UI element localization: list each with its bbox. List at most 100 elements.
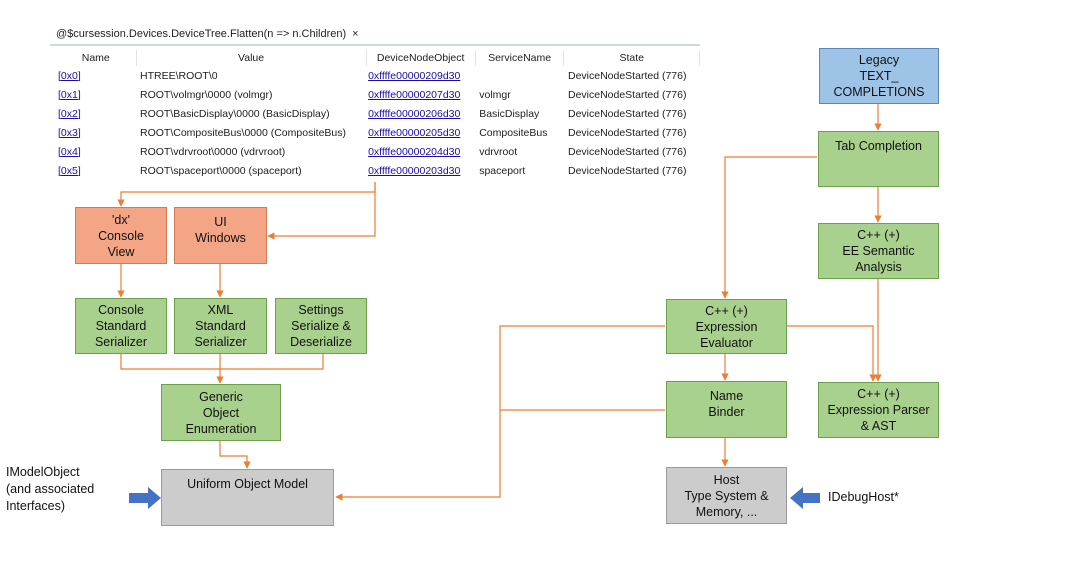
box-line: C++ (+) [857, 387, 900, 401]
console-serializer-box: Console Standard Serializer [75, 298, 167, 354]
box-line: Deserialize [290, 335, 352, 349]
row-state: DeviceNodeStarted (776) [567, 69, 687, 82]
row-name-link[interactable]: [0x0] [58, 69, 81, 82]
box-line: Generic [199, 389, 243, 404]
box-line: Expression Parser [827, 403, 930, 417]
row-value: ROOT\spaceport\0000 (spaceport) [140, 164, 302, 177]
expression-parser-ast-box: C++ (+) Expression Parser & AST [818, 382, 939, 438]
box-line: TEXT_ [859, 69, 899, 83]
row-name-link[interactable]: [0x1] [58, 88, 81, 101]
table-row: [0x3] ROOT\CompositeBus\0000 (CompositeB… [56, 123, 700, 142]
connector-generic-to-model [219, 441, 251, 469]
column-header-service-name[interactable]: ServiceName [475, 50, 565, 66]
box-line: Binder [708, 405, 745, 419]
row-object-link[interactable]: 0xffffe00000203d30 [368, 164, 461, 177]
column-header-name[interactable]: Name [56, 50, 137, 66]
box-line: Serialize & [291, 319, 351, 333]
box-line: Type System & [684, 488, 769, 503]
box-line: Evaluator [700, 335, 753, 350]
box-line: EE Semantic [842, 244, 915, 258]
row-service: vdrvroot [479, 145, 518, 158]
box-line: Uniform Object Model [187, 477, 308, 491]
row-state: DeviceNodeStarted (776) [567, 145, 687, 158]
row-service [475, 66, 564, 85]
close-icon[interactable]: × [352, 28, 359, 40]
table-row: [0x5] ROOT\spaceport\0000 (spaceport) 0x… [56, 161, 700, 180]
row-value: ROOT\CompositeBus\0000 (CompositeBus) [140, 126, 346, 139]
legacy-text-completions-box: Legacy TEXT_ COMPLETIONS [819, 48, 939, 104]
tab-strip: @$cursession.Devices.DeviceTree.Flatten(… [50, 24, 700, 46]
name-binder-box: Name Binder [666, 381, 787, 438]
debugger-table-window: @$cursession.Devices.DeviceTree.Flatten(… [50, 24, 700, 182]
box-line: Host [713, 472, 740, 487]
row-name-link[interactable]: [0x5] [58, 164, 81, 177]
column-header-device-node-object[interactable]: DeviceNodeObject [366, 50, 476, 66]
row-object-link[interactable]: 0xffffe00000204d30 [368, 145, 461, 158]
tab-completion-box: Tab Completion [818, 131, 939, 187]
box-line: Tab Completion [835, 139, 922, 153]
ui-windows-box: UI Windows [174, 207, 267, 264]
table-row: [0x2] ROOT\BasicDisplay\0000 (BasicDispl… [56, 104, 700, 123]
box-line: Analysis [855, 260, 902, 274]
imodelobject-label: IModelObject (and associated Interfaces) [6, 464, 94, 515]
generic-object-enumeration-box: Generic Object Enumeration [161, 384, 281, 441]
column-header-state[interactable]: State [563, 50, 700, 66]
box-line: Standard [195, 319, 246, 333]
row-value: ROOT\BasicDisplay\0000 (BasicDisplay) [140, 107, 330, 120]
box-line: Serializer [194, 335, 247, 349]
box-line: Serializer [94, 335, 148, 349]
row-service: spaceport [479, 164, 526, 177]
box-line: Name [709, 389, 744, 403]
box-line: UI [214, 215, 227, 229]
row-object-link[interactable]: 0xffffe00000206d30 [368, 107, 461, 120]
row-object-link[interactable]: 0xffffe00000205d30 [368, 126, 461, 139]
row-name-link[interactable]: [0x4] [58, 145, 81, 158]
row-name-link[interactable]: [0x3] [58, 126, 81, 139]
box-line: XML [207, 303, 234, 317]
box-line: Memory, ... [695, 504, 758, 519]
row-state: DeviceNodeStarted (776) [567, 164, 687, 177]
box-line: C++ (+) [857, 228, 900, 242]
label-line: (and associated [6, 482, 95, 496]
box-line: Console [98, 228, 144, 243]
box-line: Object [202, 405, 240, 420]
box-line: Legacy [858, 53, 900, 67]
row-value: ROOT\volmgr\0000 (volmgr) [140, 88, 273, 101]
box-line: Standard [95, 319, 147, 333]
ee-semantic-analysis-box: C++ (+) EE Semantic Analysis [818, 223, 939, 279]
host-type-system-box: Host Type System & Memory, ... [666, 467, 787, 524]
box-line: C++ (+) [705, 303, 748, 318]
box-line: View [107, 244, 135, 259]
settings-serializer-box: Settings Serialize & Deserialize [275, 298, 367, 354]
tab-query-label: @$cursession.Devices.DeviceTree.Flatten(… [56, 28, 347, 40]
label-line: IModelObject [6, 465, 80, 479]
box-line: & AST [860, 419, 897, 433]
box-line: Console [98, 303, 144, 317]
row-name-link[interactable]: [0x2] [58, 107, 81, 120]
row-value: ROOT\vdrvroot\0000 (vdrvroot) [140, 145, 286, 158]
box-line: Expression [695, 319, 758, 334]
row-service: CompositeBus [479, 126, 548, 139]
connector-table-to-ui [267, 180, 376, 240]
tab-query[interactable]: @$cursession.Devices.DeviceTree.Flatten(… [50, 24, 363, 44]
connector-evaluator-to-parser [787, 325, 877, 382]
row-service: volmgr [479, 88, 511, 101]
dx-console-view-box: 'dx' Console View [75, 207, 167, 264]
imodel-arrow-icon [129, 487, 161, 509]
box-line: Settings [298, 303, 344, 317]
connector-serializers-merge [120, 354, 324, 383]
row-object-link[interactable]: 0xffffe00000207d30 [368, 88, 461, 101]
box-line: 'dx' [112, 212, 130, 227]
connector-evaluator-to-model [335, 325, 665, 501]
row-service: BasicDisplay [479, 107, 540, 120]
row-object-link[interactable]: 0xffffe00000209d30 [368, 69, 461, 82]
idebughost-arrow-icon [790, 487, 820, 509]
box-line: Enumeration [185, 421, 257, 436]
idebughost-label: IDebugHost* [828, 490, 899, 504]
table-row: [0x1] ROOT\volmgr\0000 (volmgr) 0xffffe0… [56, 85, 700, 104]
xml-serializer-box: XML Standard Serializer [174, 298, 267, 354]
column-header-value[interactable]: Value [136, 50, 367, 66]
box-line: Windows [195, 231, 246, 245]
row-state: DeviceNodeStarted (776) [567, 107, 687, 120]
label-line: Interfaces) [6, 499, 66, 513]
